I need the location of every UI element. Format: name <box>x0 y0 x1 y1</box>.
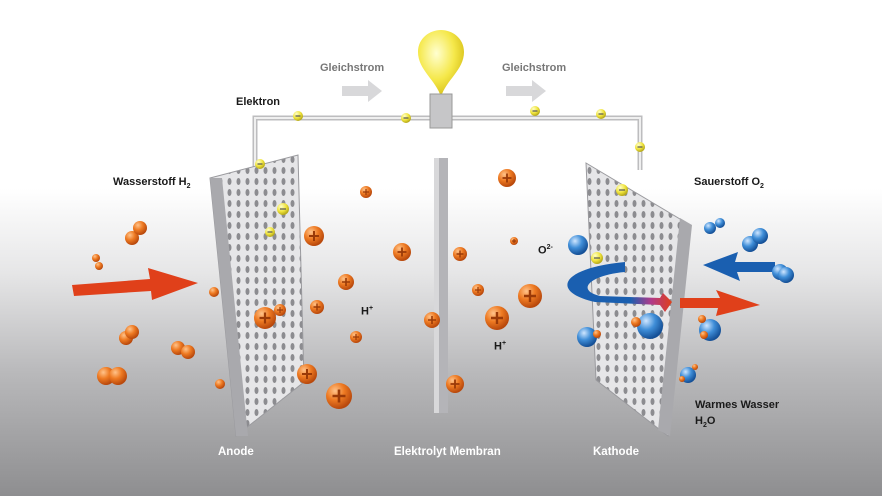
proton-superscript-1: + <box>368 305 374 312</box>
water-hydrogen-atom <box>700 331 708 339</box>
plus-icon <box>502 173 512 183</box>
oxygen-atom <box>715 218 725 228</box>
hydrogen-molecule-atom <box>125 325 139 339</box>
water-outflow-arrow-icon <box>680 290 760 316</box>
plus-icon <box>363 189 369 195</box>
oxygen-label: Sauerstoff O2 <box>694 176 764 190</box>
current-arrow-right-icon <box>506 80 546 102</box>
plus-icon <box>456 250 464 258</box>
hydrogen-inflow-arrow-icon <box>72 268 198 300</box>
plus-icon <box>450 379 460 389</box>
plus-icon <box>397 247 407 257</box>
plus-icon <box>512 239 516 243</box>
hydrogen-molecule-atom <box>125 231 139 245</box>
cathode-label: Kathode <box>593 446 639 458</box>
hydrogen-subscript: 2 <box>186 183 191 191</box>
water-formula-label: H2O <box>695 415 715 429</box>
plus-icon <box>259 312 271 324</box>
oxygen-atom <box>752 228 768 244</box>
current-arrow-left-icon <box>342 80 382 102</box>
plus-icon <box>313 303 321 311</box>
oxygen-subscript: 2 <box>760 183 764 191</box>
reaction-sweep-arrow-icon <box>567 262 672 312</box>
oxygen-inflow-arrow-icon <box>703 252 775 281</box>
anode-plate <box>209 154 305 437</box>
hydrogen-text: Wasserstoff H <box>113 176 187 188</box>
oxygen-atom <box>704 222 716 234</box>
oxygen-atom <box>637 313 663 339</box>
electrolyte-membrane <box>434 158 448 413</box>
oxygen-atom <box>577 327 597 347</box>
plus-icon <box>475 287 481 293</box>
hydrogen-molecule-atom <box>215 379 225 389</box>
hydrogen-molecule-atom <box>181 345 195 359</box>
oxide-ion-text: O <box>538 244 547 257</box>
hydrogen-molecule-atom <box>209 287 219 297</box>
hydrogen-molecule-atom <box>133 221 147 235</box>
oxygen-text: Sauerstoff O <box>694 176 761 188</box>
plus-icon <box>342 278 350 286</box>
plus-icon <box>332 389 346 403</box>
anode-label: Anode <box>218 446 254 458</box>
water-hydrogen-atom <box>692 364 698 370</box>
plus-icon <box>353 334 359 340</box>
membrane-label: Elektrolyt Membran <box>394 446 501 458</box>
water-hydrogen-atom <box>679 376 685 382</box>
plus-icon <box>309 231 319 241</box>
plus-icon <box>491 312 503 324</box>
hydrogen-molecule-atom <box>109 367 127 385</box>
plus-icon <box>428 316 436 324</box>
oxide-ion-superscript: 2- <box>546 244 553 251</box>
water-tail: O <box>706 415 716 427</box>
current-label-left: Gleichstrom <box>320 62 385 74</box>
water-hydrogen-atom <box>593 330 601 338</box>
water-text: H <box>695 415 703 427</box>
proton-label-1: H+ <box>361 305 373 318</box>
plus-icon <box>524 290 536 302</box>
plus-icon <box>277 307 283 313</box>
current-label-right: Gleichstrom <box>502 62 567 74</box>
proton-superscript-2: + <box>501 340 507 347</box>
oxygen-atom <box>778 267 794 283</box>
hydrogen-molecule-atom <box>92 254 100 262</box>
hydrogen-label: Wasserstoff H2 <box>113 176 190 190</box>
hydrogen-molecule-atom <box>95 262 103 270</box>
oxygen-atom <box>568 235 588 255</box>
proton-label-2: H+ <box>494 340 506 353</box>
light-bulb-icon <box>418 30 464 129</box>
plus-icon <box>302 369 312 379</box>
oxide-ion-label: O2- <box>538 244 553 257</box>
electron-label: Elektron <box>236 96 281 108</box>
water-hydrogen-atom <box>698 315 706 323</box>
water-hydrogen-atom <box>631 317 641 327</box>
proton-text-2: H <box>494 340 502 353</box>
water-subscript: 2 <box>702 422 707 430</box>
warm-water-label: Warmes Wasser <box>695 399 780 411</box>
proton-text-1: H <box>361 305 369 318</box>
